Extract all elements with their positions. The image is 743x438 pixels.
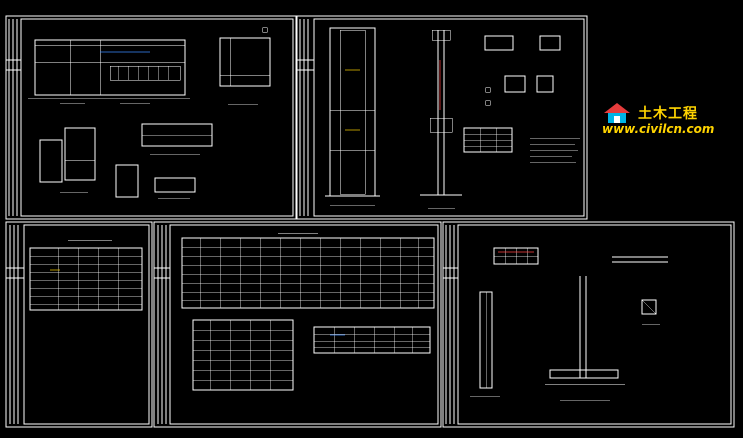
drawing-sheet-4[interactable] [153, 221, 442, 428]
logo-url: www.civilcn.com [602, 122, 715, 136]
drawing-sheet-5[interactable] [442, 221, 735, 428]
house-icon [604, 103, 630, 123]
drawing-sheet-1[interactable] [5, 15, 297, 220]
drawing-sheet-2[interactable] [296, 15, 588, 220]
drawing-sheet-3[interactable] [5, 221, 153, 428]
logo-site-name: 土木工程 [638, 106, 698, 122]
civilcn-logo[interactable]: 土木工程 www.civilcn.com [600, 101, 718, 141]
